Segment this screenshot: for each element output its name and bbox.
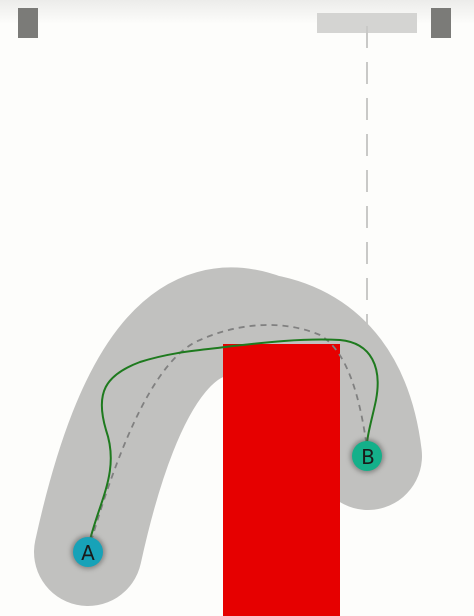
guide-path xyxy=(87,324,369,553)
node-a[interactable]: A xyxy=(71,535,105,569)
red-obstacle xyxy=(223,344,340,616)
menu-icon[interactable] xyxy=(18,8,38,38)
player-path xyxy=(89,338,379,541)
node-a-label: A xyxy=(81,541,95,565)
node-b[interactable]: B xyxy=(350,439,384,473)
track-corridor xyxy=(34,267,422,606)
progress-bar xyxy=(317,13,417,33)
node-b-label: B xyxy=(361,445,375,469)
pause-icon[interactable] xyxy=(431,8,451,38)
